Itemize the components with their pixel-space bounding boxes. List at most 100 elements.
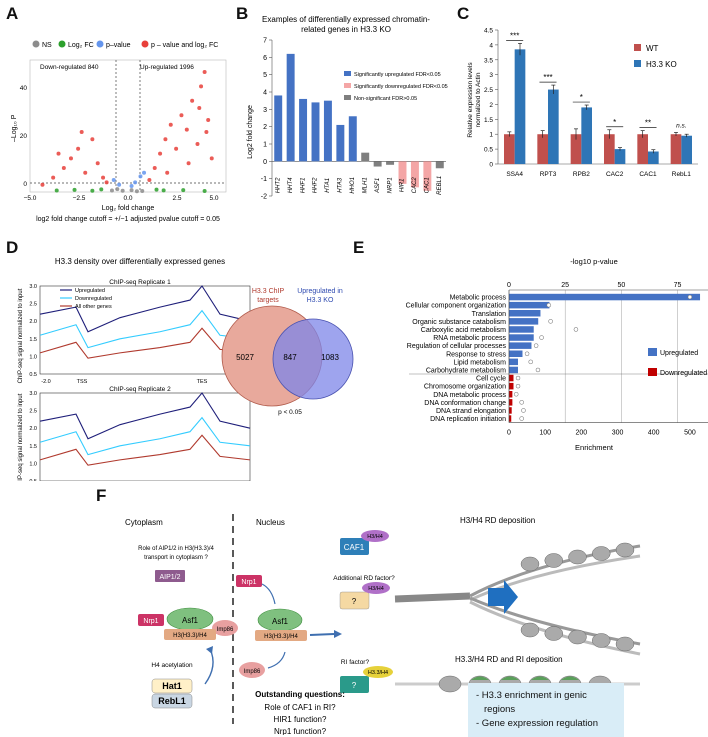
- bar-REBL1: [435, 161, 444, 169]
- profile-line-0: [39, 392, 251, 440]
- conclusion-line-2: regions: [484, 704, 516, 715]
- bar-HIR1: [398, 161, 407, 184]
- go-bar: [509, 301, 550, 309]
- bar-HTA3: [336, 124, 345, 162]
- ri-factor-box: [340, 676, 369, 693]
- imp86-ellipse-nuc: [239, 662, 265, 678]
- xtick: −2.5: [73, 195, 86, 202]
- outstanding-title: Outstanding questions:: [255, 690, 345, 699]
- go-term: Carboxylic acid metabolism: [421, 327, 506, 334]
- category-ASF1: ASF1: [375, 178, 381, 194]
- up-regulated-count: Up-regulated 1996: [140, 64, 194, 71]
- go-term: Regulation of cellular processes: [407, 343, 507, 350]
- enrichment-dot: [546, 302, 552, 308]
- go-bar: [509, 358, 518, 366]
- go-term: DNA replication initiation: [430, 416, 506, 423]
- profile-line-2: [39, 327, 251, 359]
- enrichment-dot: [687, 294, 693, 300]
- ri-factor-q: ?: [352, 681, 357, 690]
- chart-b-title-1: Examples of differentially expressed chr…: [262, 15, 430, 24]
- ri-factor: RI factor?: [341, 659, 370, 666]
- enrichment-dot: [513, 392, 519, 397]
- panel-label-f: F: [96, 486, 107, 505]
- venn-right-label-2: H3.3 KO: [307, 297, 334, 304]
- ytick-label: 3: [263, 107, 267, 114]
- bar-CAC2: [410, 161, 419, 188]
- significance-mark: ***: [510, 31, 519, 40]
- volcano-point: [204, 130, 209, 134]
- ytick-label: 0: [489, 162, 493, 169]
- go-bar: [509, 350, 523, 357]
- xtick-label: TSS: [77, 379, 88, 385]
- profile-plots: 3.02.52.01.51.00.5-2.0TSSTES2.0 Kb3.02.5…: [29, 284, 251, 481]
- bar-CAC1-wt: [637, 134, 648, 164]
- h4-acetylation: H4 acetylation: [151, 662, 193, 669]
- nucleosome: [568, 629, 587, 645]
- volcano-point: [101, 175, 106, 180]
- hat1-label: Hat1: [162, 681, 182, 691]
- category-RPB2: RPB2: [573, 171, 590, 178]
- volcano-point: [190, 98, 195, 103]
- enrichment-dot: [573, 327, 579, 332]
- volcano-ylabel: –Log₁₀ P: [11, 114, 18, 142]
- category-HHT2: HHT2: [275, 177, 281, 193]
- profile-ylabel-1: ChIP-seq signal normalized to input: [18, 288, 24, 383]
- fork-top-1: [469, 544, 641, 598]
- volcano-point: [95, 161, 100, 166]
- h33-mark: [501, 676, 519, 680]
- volcano-point: [154, 187, 159, 192]
- ytick-label: 3.0: [29, 391, 37, 397]
- nucleosome: [592, 546, 611, 561]
- volcano-caption: log2 fold change cutoff = +/−1 adjusted …: [36, 216, 220, 223]
- enrichment-dot: [519, 416, 524, 421]
- legend-pvalue: p–value: [106, 42, 131, 49]
- xtick-label: -2.0: [41, 379, 50, 385]
- volcano-point: [140, 189, 145, 194]
- legend-down: Downregulated: [660, 370, 707, 377]
- go-term: Cell cycle: [476, 376, 506, 383]
- imp86-label-cyto: Imp86: [217, 627, 234, 633]
- category-CAC1: CAC1: [639, 171, 657, 178]
- venn-right-label-1: Upregulated in: [297, 288, 343, 295]
- significance-mark: **: [645, 119, 651, 128]
- go-term: DNA conformation change: [424, 400, 506, 407]
- top-axis-title: -log10 p-value: [570, 257, 618, 266]
- h3h4-label-cyto: H3(H3.3)/H4: [173, 633, 207, 639]
- volcano-point: [134, 189, 139, 194]
- ytick-label: 5: [263, 72, 267, 79]
- legend-other: All other genes: [75, 304, 112, 310]
- nucleosome: [520, 622, 540, 638]
- bar-HHF1: [299, 98, 308, 162]
- category-RPT3: RPT3: [540, 171, 557, 178]
- nucleus-label: Nucleus: [256, 518, 285, 527]
- h3h4-label-nuc: H3(H3.3)/H4: [264, 634, 298, 640]
- category-HHF2: HHF2: [313, 177, 319, 193]
- ytick-label: 3.0: [29, 284, 37, 290]
- chart-c-ylabel-1: Relative expression levels: [467, 62, 474, 138]
- volcano-point: [68, 156, 73, 161]
- legend-down: Significantly downregulated FDR<0.05: [354, 84, 448, 90]
- volcano-point: [76, 146, 81, 151]
- profile-line-0: [39, 285, 251, 333]
- legend-log2fc: Log₂ FC: [68, 42, 94, 49]
- venn-left-label-2: targets: [257, 297, 279, 304]
- volcano-point: [99, 187, 104, 192]
- volcano-frame: [29, 59, 227, 193]
- volcano-point: [51, 175, 56, 180]
- xtick: 0.0: [123, 195, 132, 202]
- volcano-point: [109, 188, 114, 193]
- nucleus-arrow: [309, 633, 335, 636]
- chart-c-ylabel-2: normalized to Actin: [475, 72, 482, 127]
- venn-overlap-count: 847: [283, 353, 297, 362]
- nucleosome: [568, 549, 587, 565]
- profile-frame: [39, 285, 251, 375]
- xtick-label: TES: [197, 379, 208, 385]
- bar-CAC1-ko: [648, 151, 659, 164]
- enrichment-dot: [515, 383, 521, 389]
- venn-right-count: 1083: [321, 353, 339, 362]
- volcano-point: [152, 166, 157, 170]
- legend-ko: H3.3 KO: [646, 60, 677, 69]
- category-HTA3: HTA3: [338, 177, 344, 193]
- bar-HHT4: [286, 53, 295, 162]
